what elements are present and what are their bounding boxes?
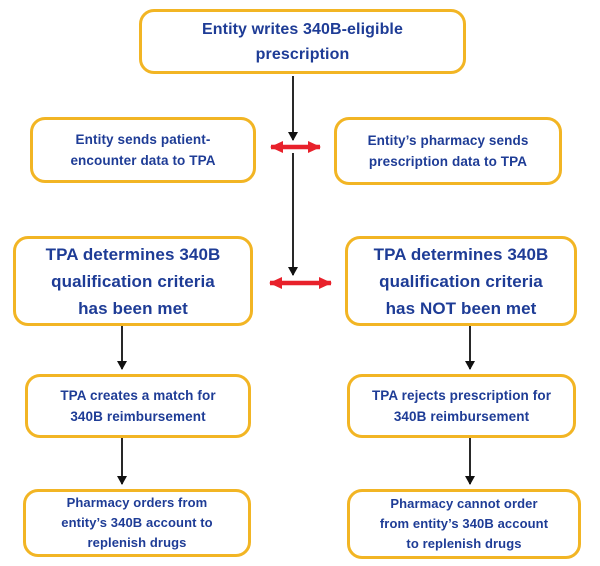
node-label: TPA determines 340B qualification criter…: [373, 244, 549, 318]
node-label: TPA rejects prescription for 340B reimbu…: [371, 388, 552, 424]
node-label: Pharmacy cannot order from entity’s 340B…: [379, 496, 549, 551]
node-tpa-rejects-prescription: TPA rejects prescription for 340B reimbu…: [347, 374, 576, 438]
node-tpa-criteria-met: TPA determines 340B qualification criter…: [13, 236, 253, 326]
node-label: TPA creates a match for 340B reimburseme…: [60, 388, 216, 424]
node-label: Entity’s pharmacy sends prescription dat…: [367, 133, 529, 169]
node-label: Entity writes 340B-eligible prescription: [202, 20, 403, 63]
node-entity-writes-prescription: Entity writes 340B-eligible prescription: [139, 9, 466, 74]
node-tpa-criteria-not-met: TPA determines 340B qualification criter…: [345, 236, 577, 326]
node-label: TPA determines 340B qualification criter…: [45, 244, 221, 318]
node-entity-sends-patient-data: Entity sends patient- encounter data to …: [30, 117, 256, 183]
node-tpa-creates-match: TPA creates a match for 340B reimburseme…: [25, 374, 251, 438]
node-pharmacy-cannot-order: Pharmacy cannot order from entity’s 340B…: [347, 489, 581, 559]
node-pharmacy-sends-prescription-data: Entity’s pharmacy sends prescription dat…: [334, 117, 562, 185]
node-label: Pharmacy orders from entity’s 340B accou…: [61, 495, 213, 550]
node-pharmacy-orders: Pharmacy orders from entity’s 340B accou…: [23, 489, 251, 557]
node-label: Entity sends patient- encounter data to …: [70, 132, 216, 168]
